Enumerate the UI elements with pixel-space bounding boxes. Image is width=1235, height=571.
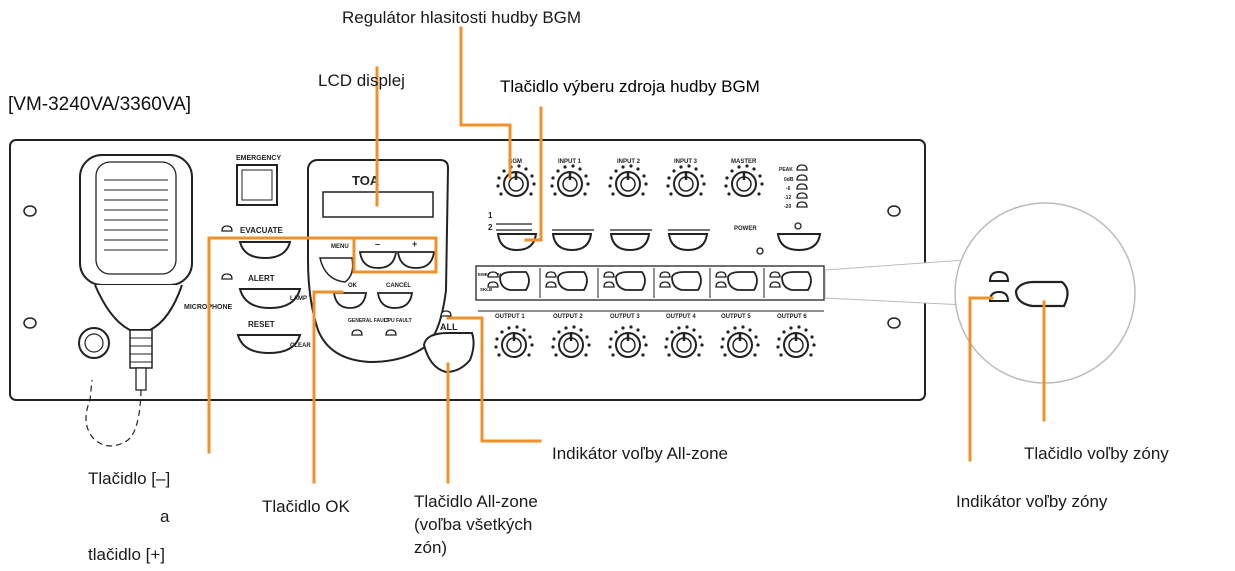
general-fault-label: GENERAL FAULT xyxy=(348,318,389,324)
alert-button[interactable] xyxy=(238,288,302,310)
bulb-label: SKLB xyxy=(480,287,493,292)
power-lamp xyxy=(756,247,764,255)
model-label: [VM-3240VA/3360VA] xyxy=(8,94,192,115)
power-label: POWER xyxy=(734,226,757,232)
all-label: ALL xyxy=(440,322,458,332)
zone-button[interactable] xyxy=(615,271,646,291)
cpu-fault-lamp xyxy=(385,329,397,336)
svg-text:INPUT 3: INPUT 3 xyxy=(674,159,698,165)
svg-text:OUTPUT 2: OUTPUT 2 xyxy=(553,314,583,320)
svg-text:BGM: BGM xyxy=(508,159,522,165)
evacuate-label: EVACUATE xyxy=(240,226,283,235)
minus-plus-callout-1: Tlačidlo [–] xyxy=(88,469,171,488)
zone-button-callout: Tlačidlo voľby zóny xyxy=(1024,444,1169,463)
svg-text:-12: -12 xyxy=(784,195,791,201)
reset-button[interactable] xyxy=(236,334,302,355)
allzone-button-callout-1: Tlačidlo All-zone xyxy=(414,492,538,511)
zone-button[interactable] xyxy=(557,271,588,291)
svg-text:OUTPUT 1: OUTPUT 1 xyxy=(495,314,525,320)
bgm-volume-callout: Regulátor hlasitosti hudby BGM xyxy=(342,8,582,27)
ok-button[interactable] xyxy=(332,292,368,309)
allzone-button-callout-3: zón) xyxy=(414,538,448,557)
evacuate-lamp xyxy=(221,225,233,232)
svg-text:OUTPUT 3: OUTPUT 3 xyxy=(610,314,640,320)
zone-button[interactable] xyxy=(671,271,702,291)
zone-indicator-magnified xyxy=(988,290,1010,302)
leader-lines xyxy=(207,26,1046,484)
all-zone-indicator xyxy=(440,310,452,317)
cpu-fault-label: CPU FAULT xyxy=(384,318,412,324)
svg-text:0dB: 0dB xyxy=(784,177,794,183)
svg-text:OUTPUT 6: OUTPUT 6 xyxy=(777,314,807,320)
alert-label: ALERT xyxy=(248,274,275,283)
allzone-button-callout-2: (voľba všetkých xyxy=(414,515,533,534)
minus-label: – xyxy=(375,239,380,249)
allzone-indicator-callout: Indikátor voľby All-zone xyxy=(552,444,728,463)
svg-text:INPUT 2: INPUT 2 xyxy=(617,159,641,165)
svg-text:MASTER: MASTER xyxy=(731,159,757,165)
source-1-label: 1 xyxy=(488,211,493,220)
ok-callout: Tlačidlo OK xyxy=(262,497,350,516)
mount-hole xyxy=(887,205,901,217)
minus-plus-callout-3: tlačidlo [+] xyxy=(88,545,166,564)
svg-text:PEAK: PEAK xyxy=(779,167,793,173)
peak-meter: PEAK 0dB -6 -12 -20 xyxy=(779,164,808,210)
zone-button[interactable] xyxy=(499,271,530,291)
output-labels: OUTPUT 1 OUTPUT 2 OUTPUT 3 OUTPUT 4 OUTP… xyxy=(495,314,807,320)
lcd-callout: LCD displej xyxy=(318,71,405,90)
all-zone-button[interactable] xyxy=(422,332,475,374)
lamp-test-label: LAMP TEST xyxy=(290,296,324,302)
evacuate-button[interactable] xyxy=(238,241,292,260)
svg-text:OUTPUT 5: OUTPUT 5 xyxy=(721,314,751,320)
zone-button[interactable] xyxy=(727,271,758,291)
cancel-label: CANCEL xyxy=(386,283,411,289)
microphone xyxy=(78,154,193,447)
clear-label: CLEAR xyxy=(290,343,311,349)
knob-labels: BGM INPUT 1 INPUT 2 INPUT 3 MASTER xyxy=(508,159,757,165)
power-button[interactable] xyxy=(776,233,822,252)
source-2-label: 2 xyxy=(488,223,493,232)
zone-buttons xyxy=(487,271,812,291)
zone-indicator-callout: Indikátor voľby zóny xyxy=(956,492,1108,511)
svg-text:-20: -20 xyxy=(784,204,791,210)
mount-hole xyxy=(887,317,901,329)
power-icon xyxy=(794,222,802,230)
ok-label: OK xyxy=(348,283,358,289)
svg-text:INPUT 1: INPUT 1 xyxy=(558,159,582,165)
general-fault-lamp xyxy=(351,329,363,336)
svg-text:OUTPUT 4: OUTPUT 4 xyxy=(666,314,696,320)
reset-label: RESET xyxy=(248,320,275,329)
menu-label: MENU xyxy=(331,244,349,250)
mount-hole xyxy=(23,205,37,217)
zone-select-row xyxy=(475,265,825,301)
svg-text:-6: -6 xyxy=(786,186,791,192)
emergency-label: EMERGENCY xyxy=(236,155,281,162)
zone-indicator-top-magnified xyxy=(988,270,1010,282)
minus-plus-callout-2: a xyxy=(160,507,170,526)
zone-button-magnified xyxy=(1014,280,1069,308)
plus-button[interactable] xyxy=(396,251,436,269)
zone-button[interactable] xyxy=(781,271,812,291)
minus-button[interactable] xyxy=(358,251,398,269)
brand-logo: TOA xyxy=(352,173,380,188)
bgm-source-callout: Tlačidlo výberu zdroja hudby BGM xyxy=(500,77,760,96)
alert-lamp xyxy=(221,273,233,280)
cancel-button[interactable] xyxy=(376,292,414,309)
plus-label: + xyxy=(412,239,417,249)
mount-hole xyxy=(23,317,37,329)
